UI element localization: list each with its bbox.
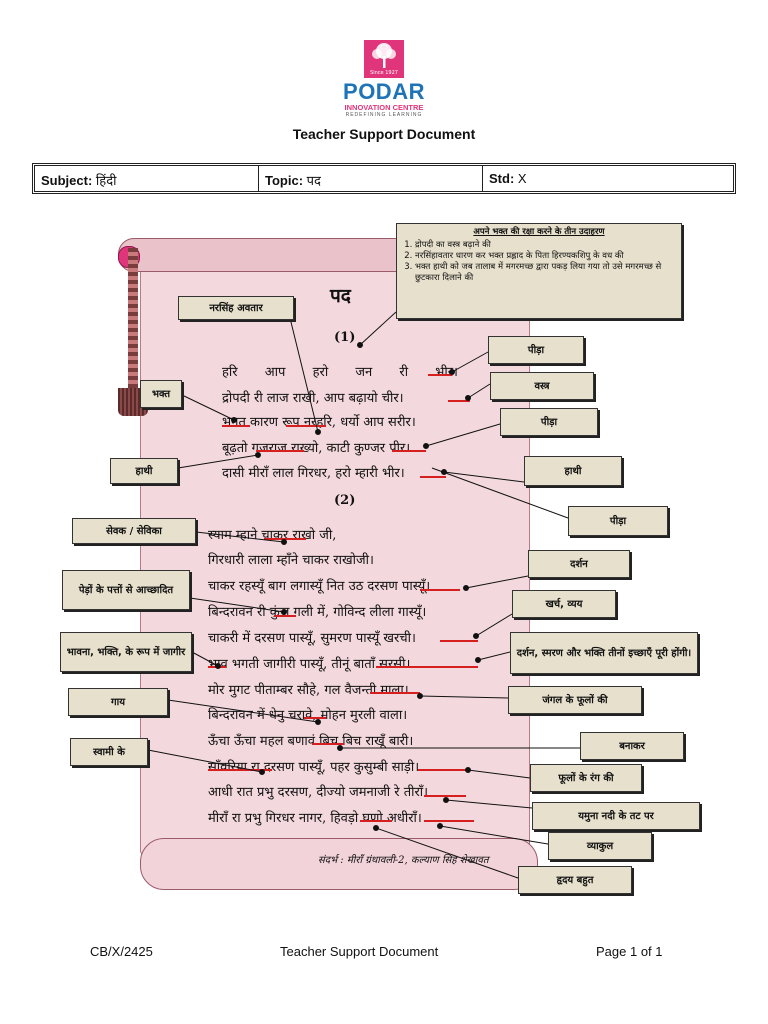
logo-since: Since 1927 xyxy=(370,70,398,76)
stanza-1-label: (1) xyxy=(334,330,356,345)
stanza-2-label: (2) xyxy=(334,493,356,508)
scroll-illustration xyxy=(118,238,540,896)
anno-kharch: खर्च, व्यय xyxy=(512,590,616,618)
verse-1-4: बूढ़तो गजराज राख्यो, काटी कुण्जर पीर। xyxy=(222,441,411,456)
verse-1-2: द्रोपदी री लाज राखी, आप बढ़ायो चीर। xyxy=(222,391,404,406)
footer-title: Teacher Support Document xyxy=(280,944,439,959)
scroll-bottom-roll xyxy=(140,838,538,890)
anno-teeno: दर्शन, स्मरण और भक्ति तीनों इच्छाएँ पूरी… xyxy=(510,632,698,674)
verse-2-8: बिन्दरावन में धेनु चरावे, मोहन मुरली वाल… xyxy=(208,708,408,723)
anno-jangal: जंगल के फूलों की xyxy=(508,686,642,714)
scroll-paper xyxy=(140,243,530,855)
tassel-cord-icon xyxy=(128,248,138,396)
anno-bhakt: भक्त xyxy=(140,380,182,408)
anno-peeda-2: पीड़ा xyxy=(500,408,598,436)
topic-label: Topic: xyxy=(265,173,304,188)
podar-logo: Since 1927 PODAR INNOVATION CENTRE REDEF… xyxy=(330,40,438,119)
poem-reference: संदर्भ : मीराँ ग्रंथावली-2, कल्याण सिंह … xyxy=(318,855,489,866)
subject-label: Subject: xyxy=(41,173,93,188)
std-cell: Std: X xyxy=(483,166,733,191)
anno-hathi-right: हाथी xyxy=(524,456,622,486)
verse-2-6: भाव भगती जागीरी पास्यूँ, तीनूं बाताँ सरस… xyxy=(208,657,411,672)
verse-2-3: चाकर रहस्यूँ बाग लगास्यूँ नित उठ दरसण पा… xyxy=(208,579,431,594)
anno-vyakul: व्याकुल xyxy=(548,832,652,860)
footer-page: Page 1 of 1 xyxy=(596,944,663,959)
verse-1-5: दासी मीराँ लाल गिरधर, हरो म्हारी भीर। xyxy=(222,466,405,481)
verse-2-11: आधी रात प्रभु दरसण, दीज्यो जमनाजी रे तीर… xyxy=(208,785,429,800)
anno-banakar: बनाकर xyxy=(580,732,684,760)
verse-2-12: मीराँ रा प्रभु गिरधर नागर, हिवड़ो घणो अध… xyxy=(208,811,422,826)
anno-hriday: हृदय बहुत xyxy=(518,866,632,894)
anno-darshan: दर्शन xyxy=(528,550,630,578)
std-label: Std: xyxy=(489,171,515,186)
anno-phoolon: फूलों के रंग की xyxy=(530,764,642,792)
anno-swami: स्वामी के xyxy=(70,738,148,766)
anno-gaay: गाय xyxy=(68,688,168,716)
anno-hathi-left: हाथी xyxy=(110,458,178,484)
logo-subtitle: INNOVATION CENTRE xyxy=(344,103,424,112)
anno-peeda-3: पीड़ा xyxy=(568,506,668,536)
subject-value: हिंदी xyxy=(95,173,117,188)
poem-title: पद xyxy=(330,285,351,307)
anno-yamuna: यमुना नदी के तट पर xyxy=(532,802,700,830)
verse-1-3: भगत कारण रूप नरहरि, धर्यो आप सरीर। xyxy=(222,415,416,430)
subject-cell: Subject: हिंदी xyxy=(35,166,259,191)
topic-value: पद xyxy=(306,173,321,188)
verse-2-7: मोर मुगट पीताम्बर सौहे, गल वैजन्ती माला। xyxy=(208,683,409,698)
verse-2-2: गिरधारी लाला म्हाँने चाकर राखोजी। xyxy=(208,553,374,568)
footer-code: CB/X/2425 xyxy=(90,944,153,959)
anno-sevak: सेवक / सेविका xyxy=(72,518,196,544)
example-item-1: द्रोपदी का वस्त्र बढ़ाने की xyxy=(415,240,675,251)
examples-box: अपने भक्त की रक्षा करने के तीन उदाहरण द्… xyxy=(396,223,682,319)
logo-tagline: REDEFINING LEARNING xyxy=(345,112,423,118)
verse-1-1: हरि आप हरो जन री भीर। xyxy=(222,365,458,380)
anno-vastra: वस्त्र xyxy=(490,372,594,400)
examples-title: अपने भक्त की रक्षा करने के तीन उदाहरण xyxy=(473,227,605,237)
example-item-2: नरसिंहावतार धारण कर भक्त प्रह्लाद के पित… xyxy=(415,251,675,262)
verse-2-5: चाकरी में दरसण पास्यूँ, सुमरण पास्यूँ खर… xyxy=(208,631,416,646)
anno-bhavna: भावना, भक्ति, के रूप में जागीर xyxy=(60,632,192,672)
tree-logo-icon: Since 1927 xyxy=(364,40,404,78)
topic-cell: Topic: पद xyxy=(259,166,483,191)
logo-name: PODAR xyxy=(343,79,425,104)
std-value: X xyxy=(517,171,527,186)
document-title: Teacher Support Document xyxy=(292,126,476,142)
examples-list: द्रोपदी का वस्त्र बढ़ाने की नरसिंहावतार … xyxy=(403,240,675,284)
anno-pedon: पेड़ों के पत्तों से आच्छादित xyxy=(62,570,190,610)
anno-narsingh: नरसिंह अवतार xyxy=(178,296,294,320)
info-table: Subject: हिंदी Topic: पद Std: X xyxy=(32,163,736,194)
verse-2-9: ऊँचा ऊँचा महल बणावं बिच बिच राखूँ बारी। xyxy=(208,734,414,749)
example-item-3: भक्त हाथी को जब तालाब में मगरमच्छ द्वारा… xyxy=(415,262,675,284)
anno-peeda-1: पीड़ा xyxy=(488,336,584,364)
